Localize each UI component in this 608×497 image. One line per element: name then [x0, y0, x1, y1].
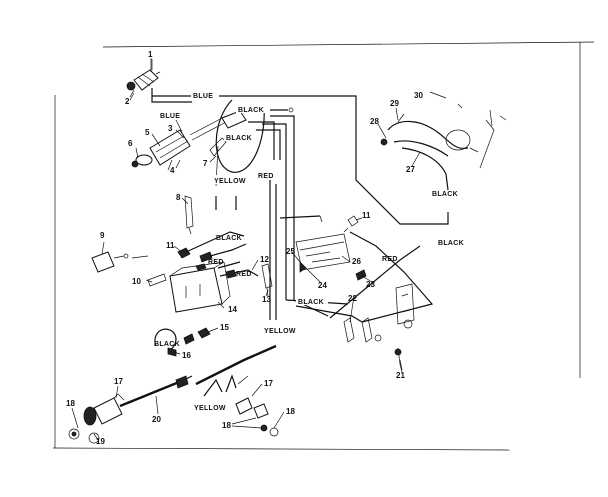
part-number-3: 3 [168, 124, 173, 133]
solenoid [91, 251, 149, 273]
wire-label-red-top: RED [258, 173, 274, 180]
ground-rod [119, 375, 193, 408]
wire-label-yellow-bottom: YELLOW [194, 405, 226, 412]
part-number-14: 14 [228, 305, 237, 314]
part-number-23: 23 [366, 280, 375, 289]
bracket-8 [184, 195, 194, 235]
part-number-15: 15 [220, 323, 229, 332]
wire-yellow-red-run [215, 115, 329, 320]
wire-label-blue-top: BLUE [193, 93, 213, 100]
wire-label-red-battery-2: RED [236, 271, 252, 278]
wire-label-black-far-right: BLACK [438, 240, 464, 247]
lower-harness [195, 344, 279, 437]
part-number-25: 25 [286, 247, 295, 256]
right-light-assembly [380, 91, 507, 191]
part-number-11-right: 11 [362, 211, 371, 220]
part-number-18-left: 18 [66, 399, 75, 408]
part-number-18-right: 18 [286, 407, 295, 416]
part-number-19: 19 [96, 437, 105, 446]
part-number-18-bottom: 18 [222, 421, 231, 430]
battery-terminal [177, 231, 259, 279]
connector-22 [343, 317, 382, 343]
bolt-15 [197, 327, 211, 339]
wire-blue [151, 88, 449, 225]
wire-label-red-right: RED [382, 256, 398, 263]
part-number-11-battery: 11 [166, 241, 175, 250]
part-number-7: 7 [203, 159, 208, 168]
battery [169, 261, 231, 313]
headlight-socket [126, 58, 161, 101]
part-number-27: 27 [406, 165, 415, 174]
wire-loop-ellipse [215, 99, 265, 173]
part-number-10: 10 [132, 277, 141, 286]
part-number-13: 13 [262, 295, 271, 304]
diagram-frame [52, 41, 595, 451]
part-number-4: 4 [170, 166, 175, 175]
wire-label-black-battery: BLACK [216, 235, 242, 242]
regulator-module [279, 215, 351, 273]
part-number-5: 5 [145, 128, 150, 137]
clip-23 [355, 269, 367, 281]
part-number-12: 12 [260, 255, 269, 264]
wire-label-black-top: BLACK [238, 107, 264, 114]
wire-label-black-right: BLACK [432, 191, 458, 198]
leader-lines [71, 59, 421, 441]
tail-light [394, 283, 415, 373]
wire-label-black-lower: BLACK [298, 299, 324, 306]
part-number-29: 29 [390, 99, 399, 108]
wire-label-blue-left: BLUE [160, 113, 180, 120]
part-number-1: 1 [148, 50, 153, 59]
part-number-16: 16 [182, 351, 191, 360]
wire-label-red-battery-1: RED [208, 259, 224, 266]
part-callouts: 1 2 3 4 5 6 7 8 9 10 11 11 12 13 14 15 1… [66, 50, 423, 446]
part-number-30: 30 [414, 91, 423, 100]
part-number-17-left: 17 [114, 377, 123, 386]
wire-label-black-mid: BLACK [226, 135, 252, 142]
part-number-22: 22 [348, 294, 357, 303]
wire-label-black-bottom-left: BLACK [154, 341, 180, 348]
headlight-lamp-left [68, 393, 125, 444]
part-number-2: 2 [125, 97, 130, 106]
part-number-9: 9 [100, 231, 105, 240]
part-number-26: 26 [352, 257, 361, 266]
part-number-8: 8 [176, 193, 181, 202]
wire-label-yellow-top: YELLOW [214, 178, 246, 185]
part-number-21: 21 [396, 371, 405, 380]
part-number-17-right: 17 [264, 379, 273, 388]
wire-label-yellow-lower: YELLOW [264, 328, 296, 335]
part-number-6: 6 [128, 139, 133, 148]
ignition-switch [131, 110, 247, 171]
wire-labels: BLUE BLUE BLACK BLACK YELLOW RED BLACK B… [154, 90, 464, 412]
connector-11-right [343, 215, 359, 233]
part-number-28: 28 [370, 117, 379, 126]
part-number-24: 24 [318, 281, 327, 290]
ground-wire-loop [154, 328, 195, 357]
battery-clamp [147, 273, 167, 287]
part-number-20: 20 [152, 415, 161, 424]
